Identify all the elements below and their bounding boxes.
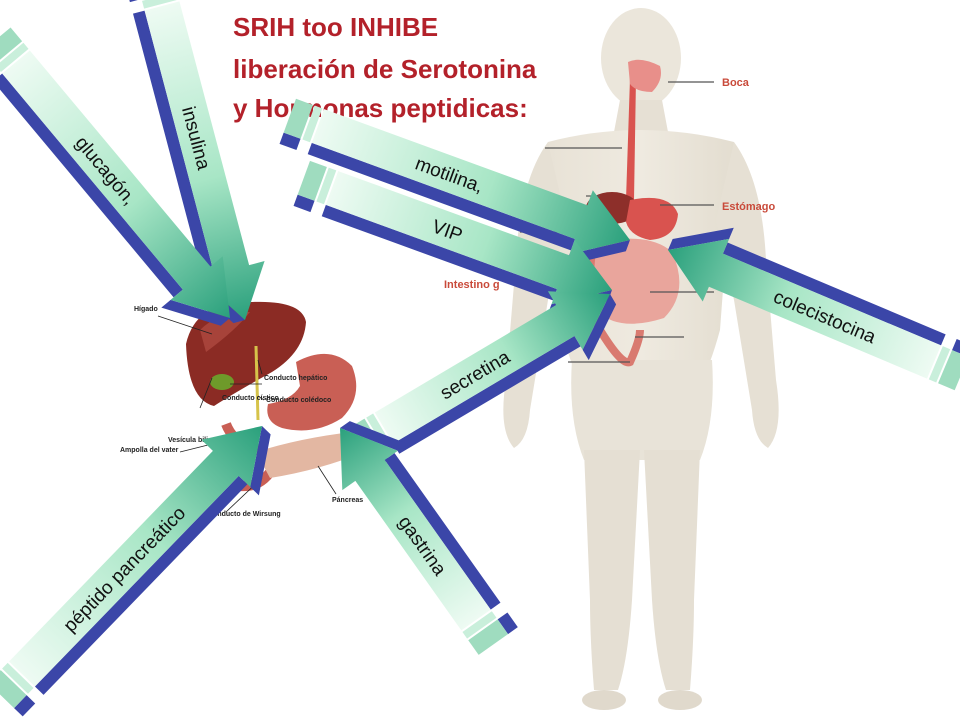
title-line-2: liberación de Serotonina [233, 54, 537, 84]
stomach [267, 353, 357, 431]
arrow-insulina-cap-outer-side [125, 0, 142, 3]
arrow-peptido-cap-outer [0, 670, 27, 709]
arrow-motilina-cap-inner [302, 105, 323, 143]
head [601, 8, 681, 108]
arrow-glucagon-face [2, 50, 230, 318]
arrow-peptido-cap-inner [2, 662, 34, 694]
hips [571, 360, 713, 460]
arrow-motilina-cap-outer [283, 98, 313, 139]
arrow-gastrina-side [340, 421, 501, 610]
arrow-colecistocina: colecistocina [668, 227, 960, 391]
arrow-insulina-face [144, 1, 265, 321]
arrow-glucagon-side [0, 73, 230, 326]
title-line-3: y Hormonas peptidicas: [233, 93, 528, 123]
arrow-gastrina-face [340, 428, 491, 631]
arrow-insulina-cap-inner [142, 0, 179, 9]
arrow-colecistocina-side [668, 227, 946, 346]
arrow-secretina-face [374, 291, 610, 444]
arrow-colecistocina-face [668, 238, 941, 379]
esophagus [626, 78, 636, 200]
arrow-insulina-side [132, 10, 246, 324]
label-higado: Hígado [134, 306, 158, 313]
label-pancreas: Páncreas [332, 497, 363, 504]
arrow-motilina-cap-outer-side [279, 132, 301, 151]
arrow-vip-face [325, 171, 613, 305]
arrow-insulina: insulina [125, 0, 265, 324]
right-foot [658, 690, 702, 710]
arrow-vip-cap-inner [316, 167, 337, 205]
arrow-vip-side [321, 204, 613, 316]
neck [614, 100, 668, 132]
arrow-secretina-side [393, 294, 617, 454]
title-line-1: SRIH too INHIBE [233, 12, 438, 42]
arrow-vip-cap-outer [297, 160, 327, 201]
label-vesicula: Vesícula biliar [168, 437, 215, 444]
label-estomago: Estómago [722, 201, 775, 213]
label-conducto-cistico: Conducto cístico [222, 395, 279, 402]
label-wirsung: Conducto de Wirsung [208, 511, 281, 518]
arrow-peptido-face [9, 426, 262, 687]
arrow-peptido-cap-outer-side [14, 695, 36, 717]
label-ampolla: Ampolla del vater [120, 447, 179, 454]
arrow-gastrina-cap-outer [468, 619, 509, 655]
arrow-vip: VIP [293, 160, 613, 316]
right-leg [644, 450, 700, 690]
arrow-glucagon-cap-outer [0, 27, 23, 65]
pancreas [256, 432, 367, 478]
body-stomach [626, 197, 678, 240]
label-intestino: Intestino g [444, 279, 500, 291]
arrow-colecistocina-cap-outer [938, 350, 960, 391]
arrow-motilina: motilina, [279, 98, 631, 266]
arrow-motilina-face [311, 109, 631, 255]
gallbladder [210, 374, 234, 390]
label-boca: Boca [722, 77, 750, 89]
arrow-gastrina-cap-inner [462, 611, 497, 639]
bile-duct [254, 345, 260, 421]
arrow-glucagon-cap-inner [0, 42, 29, 73]
mouth-organ [628, 59, 661, 92]
arrow-peptido-label: péptido pancreático [60, 503, 190, 637]
left-foot [582, 690, 626, 710]
left-leg [584, 450, 640, 690]
arrow-gastrina-cap-outer-side [497, 612, 518, 635]
arrow-colecistocina-cap-outer-side [952, 339, 960, 358]
title-block: SRIH too INHIBE liberación de Serotonina… [233, 12, 537, 123]
arrow-peptido-label-group: péptido pancreático [60, 503, 190, 637]
arrow-gastrina: gastrina [340, 421, 518, 655]
label-conducto-hepatico: Conducto hepático [264, 375, 327, 382]
arrow-peptido-side [34, 426, 271, 695]
body-leader-lines [520, 81, 714, 363]
arrow-colecistocina-cap-inner [928, 346, 951, 383]
arrow-vip-cap-outer-side [293, 194, 315, 213]
label-conducto-coledoco: Conducto colédoco [266, 397, 331, 404]
arrow-motilina-side [307, 142, 631, 266]
